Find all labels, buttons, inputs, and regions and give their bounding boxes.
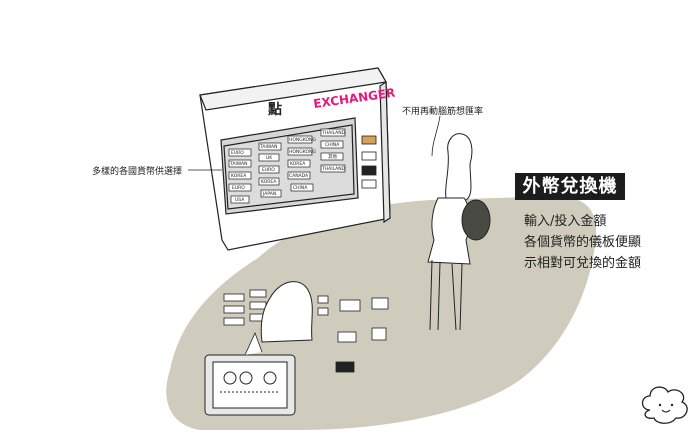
svg-text:EURO: EURO xyxy=(262,167,275,173)
callout-no-rate: 不用再動腦筋想匯率 xyxy=(402,107,484,117)
svg-text:KOREA: KOREA xyxy=(231,173,247,179)
currency-tiles: EURO TAIWAN HONGKONG THAILAND TAIWAN UK … xyxy=(228,128,346,204)
cloud-eye xyxy=(658,403,662,407)
svg-text:CHINA: CHINA xyxy=(325,142,340,148)
page-title: 外幣兌換機 xyxy=(515,173,625,200)
cloud-smile xyxy=(661,409,671,413)
svg-text:KOREA: KOREA xyxy=(290,161,306,167)
svg-text:HONGKONG: HONGKONG xyxy=(289,137,316,143)
board-side-slots xyxy=(361,135,377,189)
svg-text:KOREA: KOREA xyxy=(261,179,277,185)
machine-keypad-panel xyxy=(223,289,389,373)
description-line-1: 輸入/投入金額 xyxy=(524,214,607,229)
description-line-3: 示相對可兌換的金額 xyxy=(524,256,642,271)
cloud-eye xyxy=(670,403,674,407)
zoom-inset xyxy=(204,354,296,416)
svg-text:CANADA: CANADA xyxy=(289,173,309,179)
woman-figure xyxy=(427,133,491,331)
svg-text:JAPAN: JAPAN xyxy=(262,191,276,197)
svg-text:UK: UK xyxy=(266,155,273,161)
zoom-pointer xyxy=(244,331,263,356)
cloud-doodle xyxy=(641,386,688,424)
svg-text:TAIWAN: TAIWAN xyxy=(259,144,277,150)
callout-line-top xyxy=(431,115,441,157)
svg-text:EURO: EURO xyxy=(232,185,245,191)
svg-text:TAIWAN: TAIWAN xyxy=(229,161,247,167)
svg-text:其他: 其他 xyxy=(328,153,337,160)
svg-text:THAILAND: THAILAND xyxy=(321,130,346,136)
svg-text:HONGKONG: HONGKONG xyxy=(289,149,316,155)
svg-text:EURO: EURO xyxy=(231,150,244,156)
callout-currencies: 多樣的各國貨幣供選擇 xyxy=(92,167,183,177)
description-line-2: 各個貨幣的儀板便顯 xyxy=(524,235,642,250)
person-at-machine xyxy=(260,281,313,343)
svg-text:CHINA: CHINA xyxy=(293,185,308,191)
svg-text:THAILAND: THAILAND xyxy=(321,166,346,172)
brand-mark: 點 xyxy=(268,101,282,118)
svg-text:USA: USA xyxy=(235,197,245,203)
